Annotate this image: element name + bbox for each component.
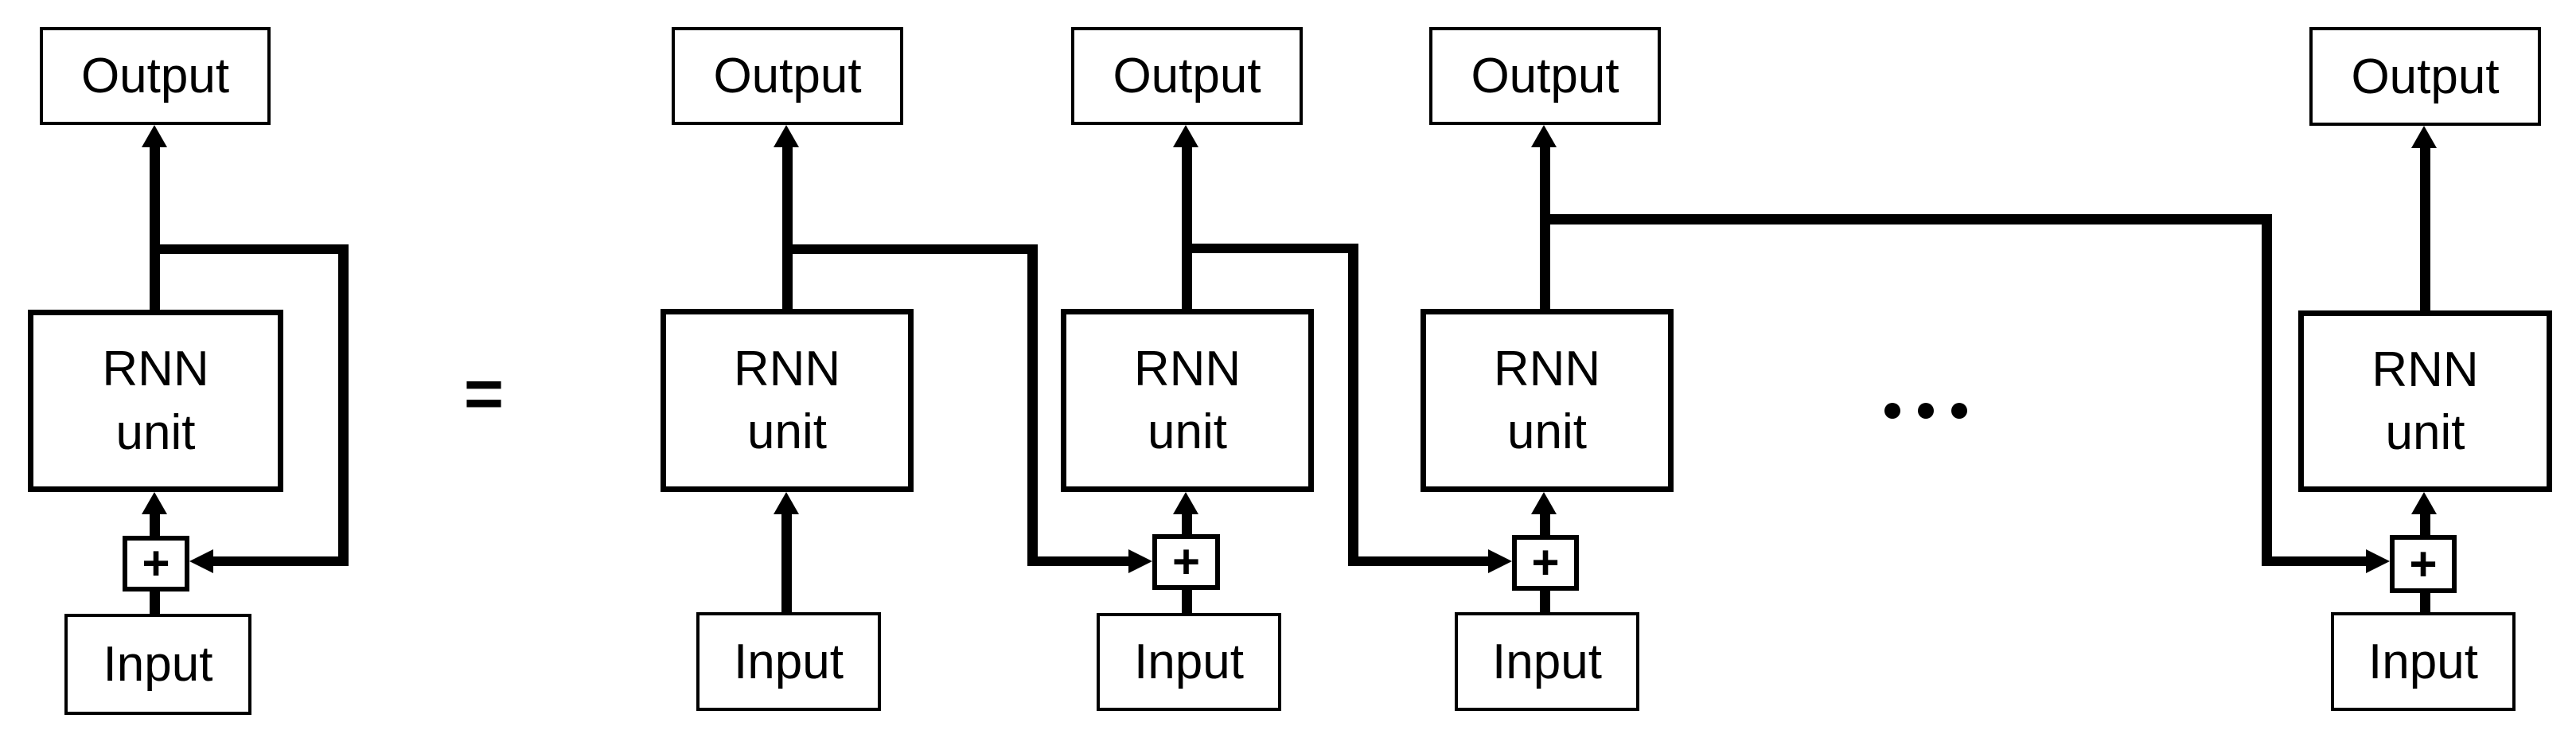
step2-state-top-line	[1187, 244, 1358, 253]
step1-output-box: Output	[672, 27, 903, 125]
step3-input-box: Input	[1455, 612, 1639, 711]
step2-rnn-label-line1: RNN	[1133, 341, 1241, 396]
step2-state-arrowhead-icon	[1488, 549, 1512, 573]
last-step-adder-to-rnn-arrowhead-icon	[2411, 492, 2437, 514]
ellipsis-dot	[1951, 403, 1967, 419]
step3-output-box: Output	[1429, 27, 1661, 125]
folded-adder-box: +	[123, 536, 189, 591]
step1-rnn-label-line2: unit	[747, 404, 827, 459]
step2-output-arrow-line	[1182, 147, 1192, 309]
step1-state-bottom-line	[1032, 556, 1128, 566]
folded-output-arrow-line	[150, 147, 160, 310]
step3-rnn-label-line2: unit	[1507, 404, 1587, 459]
last-step-output-box: Output	[2309, 27, 2541, 126]
step2-adder-to-rnn-arrowhead-icon	[1173, 492, 1198, 514]
folded-feedback-bottom-line	[213, 556, 349, 566]
folded-output-arrowhead-icon	[142, 125, 167, 147]
step1-state-top-line	[787, 244, 1038, 254]
last-step-input-to-adder-line	[2420, 593, 2430, 612]
step2-output-box: Output	[1071, 27, 1303, 125]
folded-input-box: Input	[64, 614, 251, 715]
last-step-adder-box: +	[2390, 535, 2457, 593]
step3-state-bottom-line	[2266, 556, 2366, 566]
step3-adder-to-rnn-arrowhead-icon	[1531, 492, 1557, 514]
last-step-rnn-unit-box: RNN unit	[2298, 310, 2552, 492]
ellipsis-dot	[1884, 403, 1900, 419]
step1-rnn-label-line1: RNN	[733, 341, 841, 396]
step3-rnn-unit-box: RNN unit	[1421, 309, 1674, 492]
last-step-output-arrowhead-icon	[2411, 126, 2437, 148]
folded-input-to-adder-line	[150, 591, 160, 614]
step1-state-arrowhead-icon	[1128, 549, 1152, 573]
folded-feedback-arrowhead-icon	[189, 549, 213, 573]
step1-rnn-unit-box: RNN unit	[661, 309, 914, 492]
step1-output-arrowhead-icon	[774, 125, 799, 147]
equals-sign: =	[463, 356, 505, 432]
step2-input-box: Input	[1097, 613, 1281, 711]
step3-state-vertical-line	[2262, 214, 2272, 566]
step1-input-box: Input	[696, 612, 881, 711]
folded-adder-to-rnn-arrowhead-icon	[142, 492, 167, 514]
folded-output-box: Output	[40, 27, 271, 125]
step2-input-to-adder-line	[1182, 590, 1192, 613]
folded-rnn-label-line1: RNN	[102, 342, 209, 397]
step2-rnn-unit-box: RNN unit	[1061, 309, 1314, 492]
ellipsis	[1884, 403, 1967, 419]
step2-state-vertical-line	[1348, 244, 1358, 566]
step3-rnn-label-line1: RNN	[1493, 341, 1601, 396]
ellipsis-dot	[1918, 403, 1934, 419]
step2-adder-box: +	[1152, 534, 1220, 590]
step3-adder-to-rnn-line	[1540, 514, 1550, 535]
step3-output-arrow-line	[1540, 147, 1550, 309]
last-step-rnn-label-line2: unit	[2385, 405, 2465, 460]
step3-adder-box: +	[1512, 535, 1579, 591]
step1-output-arrow-line	[782, 147, 793, 309]
last-step-adder-to-rnn-line	[2420, 514, 2430, 535]
last-step-input-box: Input	[2331, 612, 2516, 711]
step3-input-to-adder-line	[1540, 591, 1550, 612]
step3-state-long-line	[1545, 214, 2272, 224]
folded-adder-to-rnn-line	[150, 514, 160, 536]
step3-state-arrowhead-icon	[2366, 549, 2390, 573]
folded-feedback-vertical-line	[338, 244, 349, 566]
folded-feedback-top-line	[154, 244, 349, 254]
step1-input-to-rnn-arrowhead-icon	[774, 492, 799, 514]
step3-output-arrowhead-icon	[1531, 125, 1557, 147]
step1-state-vertical-line	[1027, 244, 1038, 566]
step2-state-bottom-line	[1353, 556, 1488, 566]
step2-output-arrowhead-icon	[1173, 125, 1198, 147]
step2-adder-to-rnn-line	[1182, 514, 1192, 534]
step1-input-to-rnn-line	[781, 514, 792, 612]
folded-rnn-unit-box: RNN unit	[28, 310, 283, 492]
folded-rnn-label-line2: unit	[115, 404, 196, 460]
last-step-output-arrow-line	[2420, 148, 2430, 310]
last-step-rnn-label-line1: RNN	[2371, 342, 2479, 397]
step2-rnn-label-line2: unit	[1148, 404, 1227, 459]
